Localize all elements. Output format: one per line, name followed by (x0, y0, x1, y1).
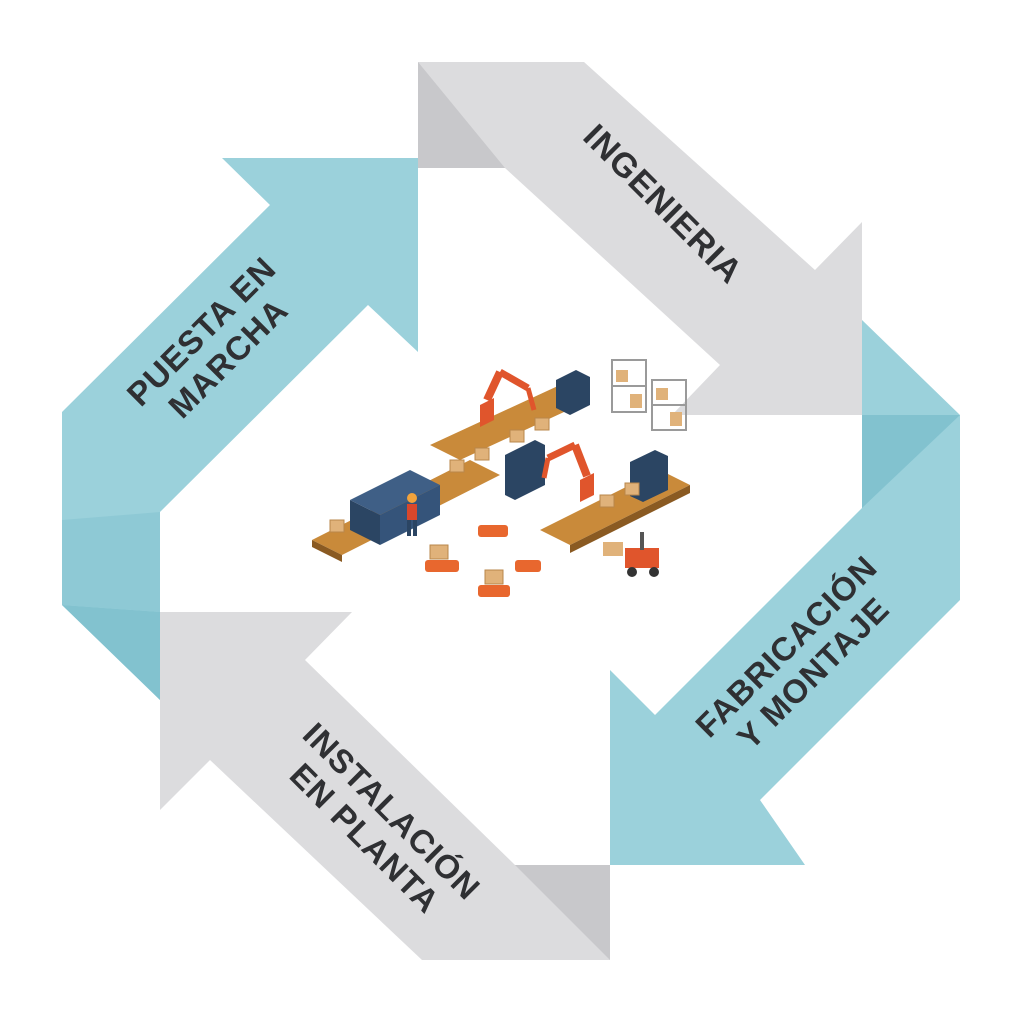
forklift-icon (603, 532, 659, 577)
arrow-puesta (62, 158, 418, 700)
automated-factory-illustration (312, 359, 690, 597)
storage-rack-icon (611, 359, 687, 431)
arrow-instalacion (160, 612, 610, 960)
agv-cart-icon (425, 525, 541, 597)
worker-icon (407, 493, 417, 536)
robot-arm-icon (480, 368, 594, 502)
arrow-ingenieria (418, 62, 862, 415)
box-icon (329, 417, 640, 585)
arrow-fabricacion (610, 320, 960, 865)
